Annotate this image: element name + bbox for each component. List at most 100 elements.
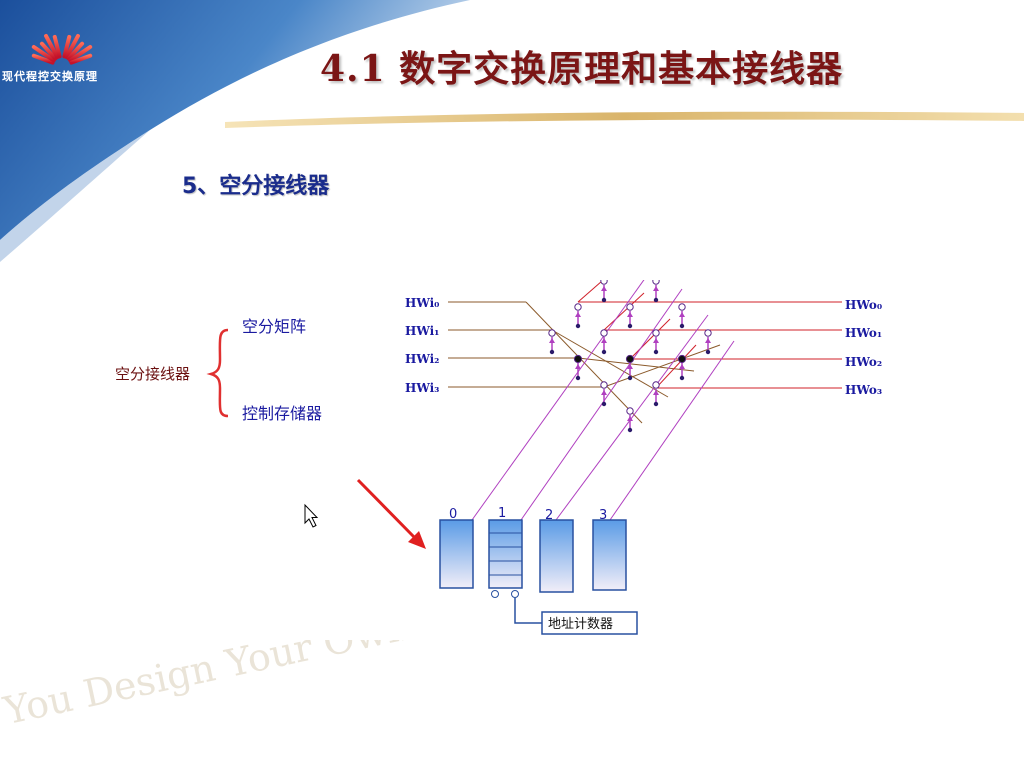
crosspoint-arrow-icon	[601, 390, 607, 395]
counter-connector	[514, 598, 542, 624]
crosspoint-open	[626, 303, 634, 311]
control-line-2	[555, 314, 709, 521]
logo-fan-ray	[39, 41, 58, 61]
branch-label-control-memory: 控制存储器	[242, 404, 322, 423]
control-line-3	[609, 340, 735, 521]
crosspoint-closed	[677, 354, 687, 364]
crosspoint-open	[626, 407, 634, 415]
output-label-hwo1: HWo₁	[845, 326, 882, 340]
input-highway-diagonal	[603, 344, 721, 388]
crosspoint-gate	[653, 297, 659, 303]
output-highway-diagonal	[655, 344, 697, 389]
crosspoint-gate	[627, 427, 633, 433]
crosspoint-open	[678, 303, 686, 311]
control-lines	[471, 280, 735, 521]
input-label-hwi3: HWi₃	[405, 381, 439, 395]
output-highway-diagonal	[603, 292, 645, 331]
logo-fan-ray	[31, 44, 56, 63]
input-highway-diagonal	[577, 357, 695, 372]
control-memory-0	[439, 519, 474, 589]
logo-fan-ray	[66, 41, 85, 61]
crosspoint-open	[574, 303, 582, 311]
logo-fan-ray	[64, 33, 80, 60]
crosspoint-gate	[549, 349, 555, 355]
crosspoint-gate	[575, 323, 581, 329]
crosspoint-open	[600, 280, 608, 285]
input-highway-diagonal	[525, 301, 643, 424]
crosspoint-arrow-icon	[601, 286, 607, 291]
crosspoint-gate	[705, 349, 711, 355]
crosspoint-arrow-icon	[575, 364, 581, 369]
crosspoint-arrow-icon	[549, 338, 555, 343]
memory-index-3: 3	[599, 508, 607, 523]
branch-label-matrix: 空分矩阵	[242, 317, 306, 336]
control-memories: 0 1 2 3	[439, 506, 627, 598]
output-highway-diagonal	[577, 280, 604, 303]
crosspoint-open	[652, 280, 660, 285]
crosspoint-arrow-icon	[627, 416, 633, 421]
space-switch-diagram: 空分接线器 空分矩阵 控制存储器 HWi₀ HWi₁ HWi₂ HWi₃ HWo…	[110, 280, 890, 640]
crosspoint-gate	[575, 375, 581, 381]
slide-title: 4.1 数字交换原理和基本接线器	[320, 48, 844, 90]
crosspoint-gate	[601, 349, 607, 355]
control-line-0	[471, 280, 645, 521]
gold-divider-bar	[225, 111, 1024, 128]
crosspoint-gate	[653, 401, 659, 407]
logo-fan-ray	[52, 34, 62, 59]
memory-index-2: 2	[545, 508, 553, 523]
logo-fan-ray	[44, 33, 60, 60]
crosspoint-arrow-icon	[627, 312, 633, 317]
address-counter-box	[541, 611, 638, 635]
crosspoint-closed	[573, 354, 583, 364]
red-arrow-icon	[356, 478, 426, 549]
address-counter-label: 地址计数器	[548, 617, 613, 632]
crosspoint-open	[652, 381, 660, 389]
output-label-hwo2: HWo₂	[845, 355, 882, 369]
output-highway-diagonal	[629, 318, 671, 360]
crosspoint-gate	[653, 349, 659, 355]
logo-text: 现代程控交换原理	[2, 70, 98, 83]
input-labels: HWi₀ HWi₁ HWi₂ HWi₃	[405, 296, 439, 395]
crosspoint-arrow-icon	[575, 312, 581, 317]
input-label-hwi0: HWi₀	[405, 296, 439, 310]
crosspoint-closed	[625, 354, 635, 364]
crosspoint-gate	[627, 323, 633, 329]
crosspoint-arrow-icon	[653, 338, 659, 343]
crosspoint-arrow-icon	[679, 364, 685, 369]
crosspoint-arrow-icon	[653, 390, 659, 395]
section-heading: 5、空分接线器	[182, 174, 330, 199]
logo-fan-ray	[69, 53, 93, 65]
crosspoint-arrow-icon	[653, 286, 659, 291]
control-line-1	[520, 288, 683, 521]
crosspoints	[548, 280, 712, 433]
crosspoint-gate	[627, 375, 633, 381]
crosspoint-open	[548, 329, 556, 337]
input-label-hwi2: HWi₂	[405, 352, 439, 366]
crosspoint-gate	[679, 375, 685, 381]
crosspoint-arrow-icon	[627, 364, 633, 369]
crosspoint-gate	[601, 401, 607, 407]
crosspoint-arrow-icon	[679, 312, 685, 317]
memory-index-0: 0	[449, 507, 457, 522]
crosspoint-arrow-icon	[705, 338, 711, 343]
input-label-hwi1: HWi₁	[405, 324, 439, 338]
control-memory-3	[592, 519, 627, 591]
crosspoint-arrow-icon	[601, 338, 607, 343]
logo-fan-ray	[62, 34, 72, 59]
memory-index-1: 1	[498, 506, 506, 521]
logo-fan-icon	[31, 30, 93, 65]
control-memory-2	[539, 519, 574, 593]
header-swoosh-shadow	[0, 130, 150, 262]
crosspoint-open	[600, 329, 608, 337]
header-swoosh	[0, 0, 470, 240]
mouse-cursor-icon	[304, 503, 319, 528]
output-label-hwo3: HWo₃	[845, 383, 882, 397]
input-highway-diagonal	[551, 329, 669, 398]
output-labels: HWo₀ HWo₁ HWo₂ HWo₃	[845, 298, 882, 397]
crosspoint-gate	[601, 297, 607, 303]
control-memory-1	[488, 519, 523, 598]
logo-fan-ray	[31, 53, 55, 65]
output-label-hwo0: HWo₀	[845, 298, 882, 312]
switch-label: 空分接线器	[115, 365, 190, 383]
